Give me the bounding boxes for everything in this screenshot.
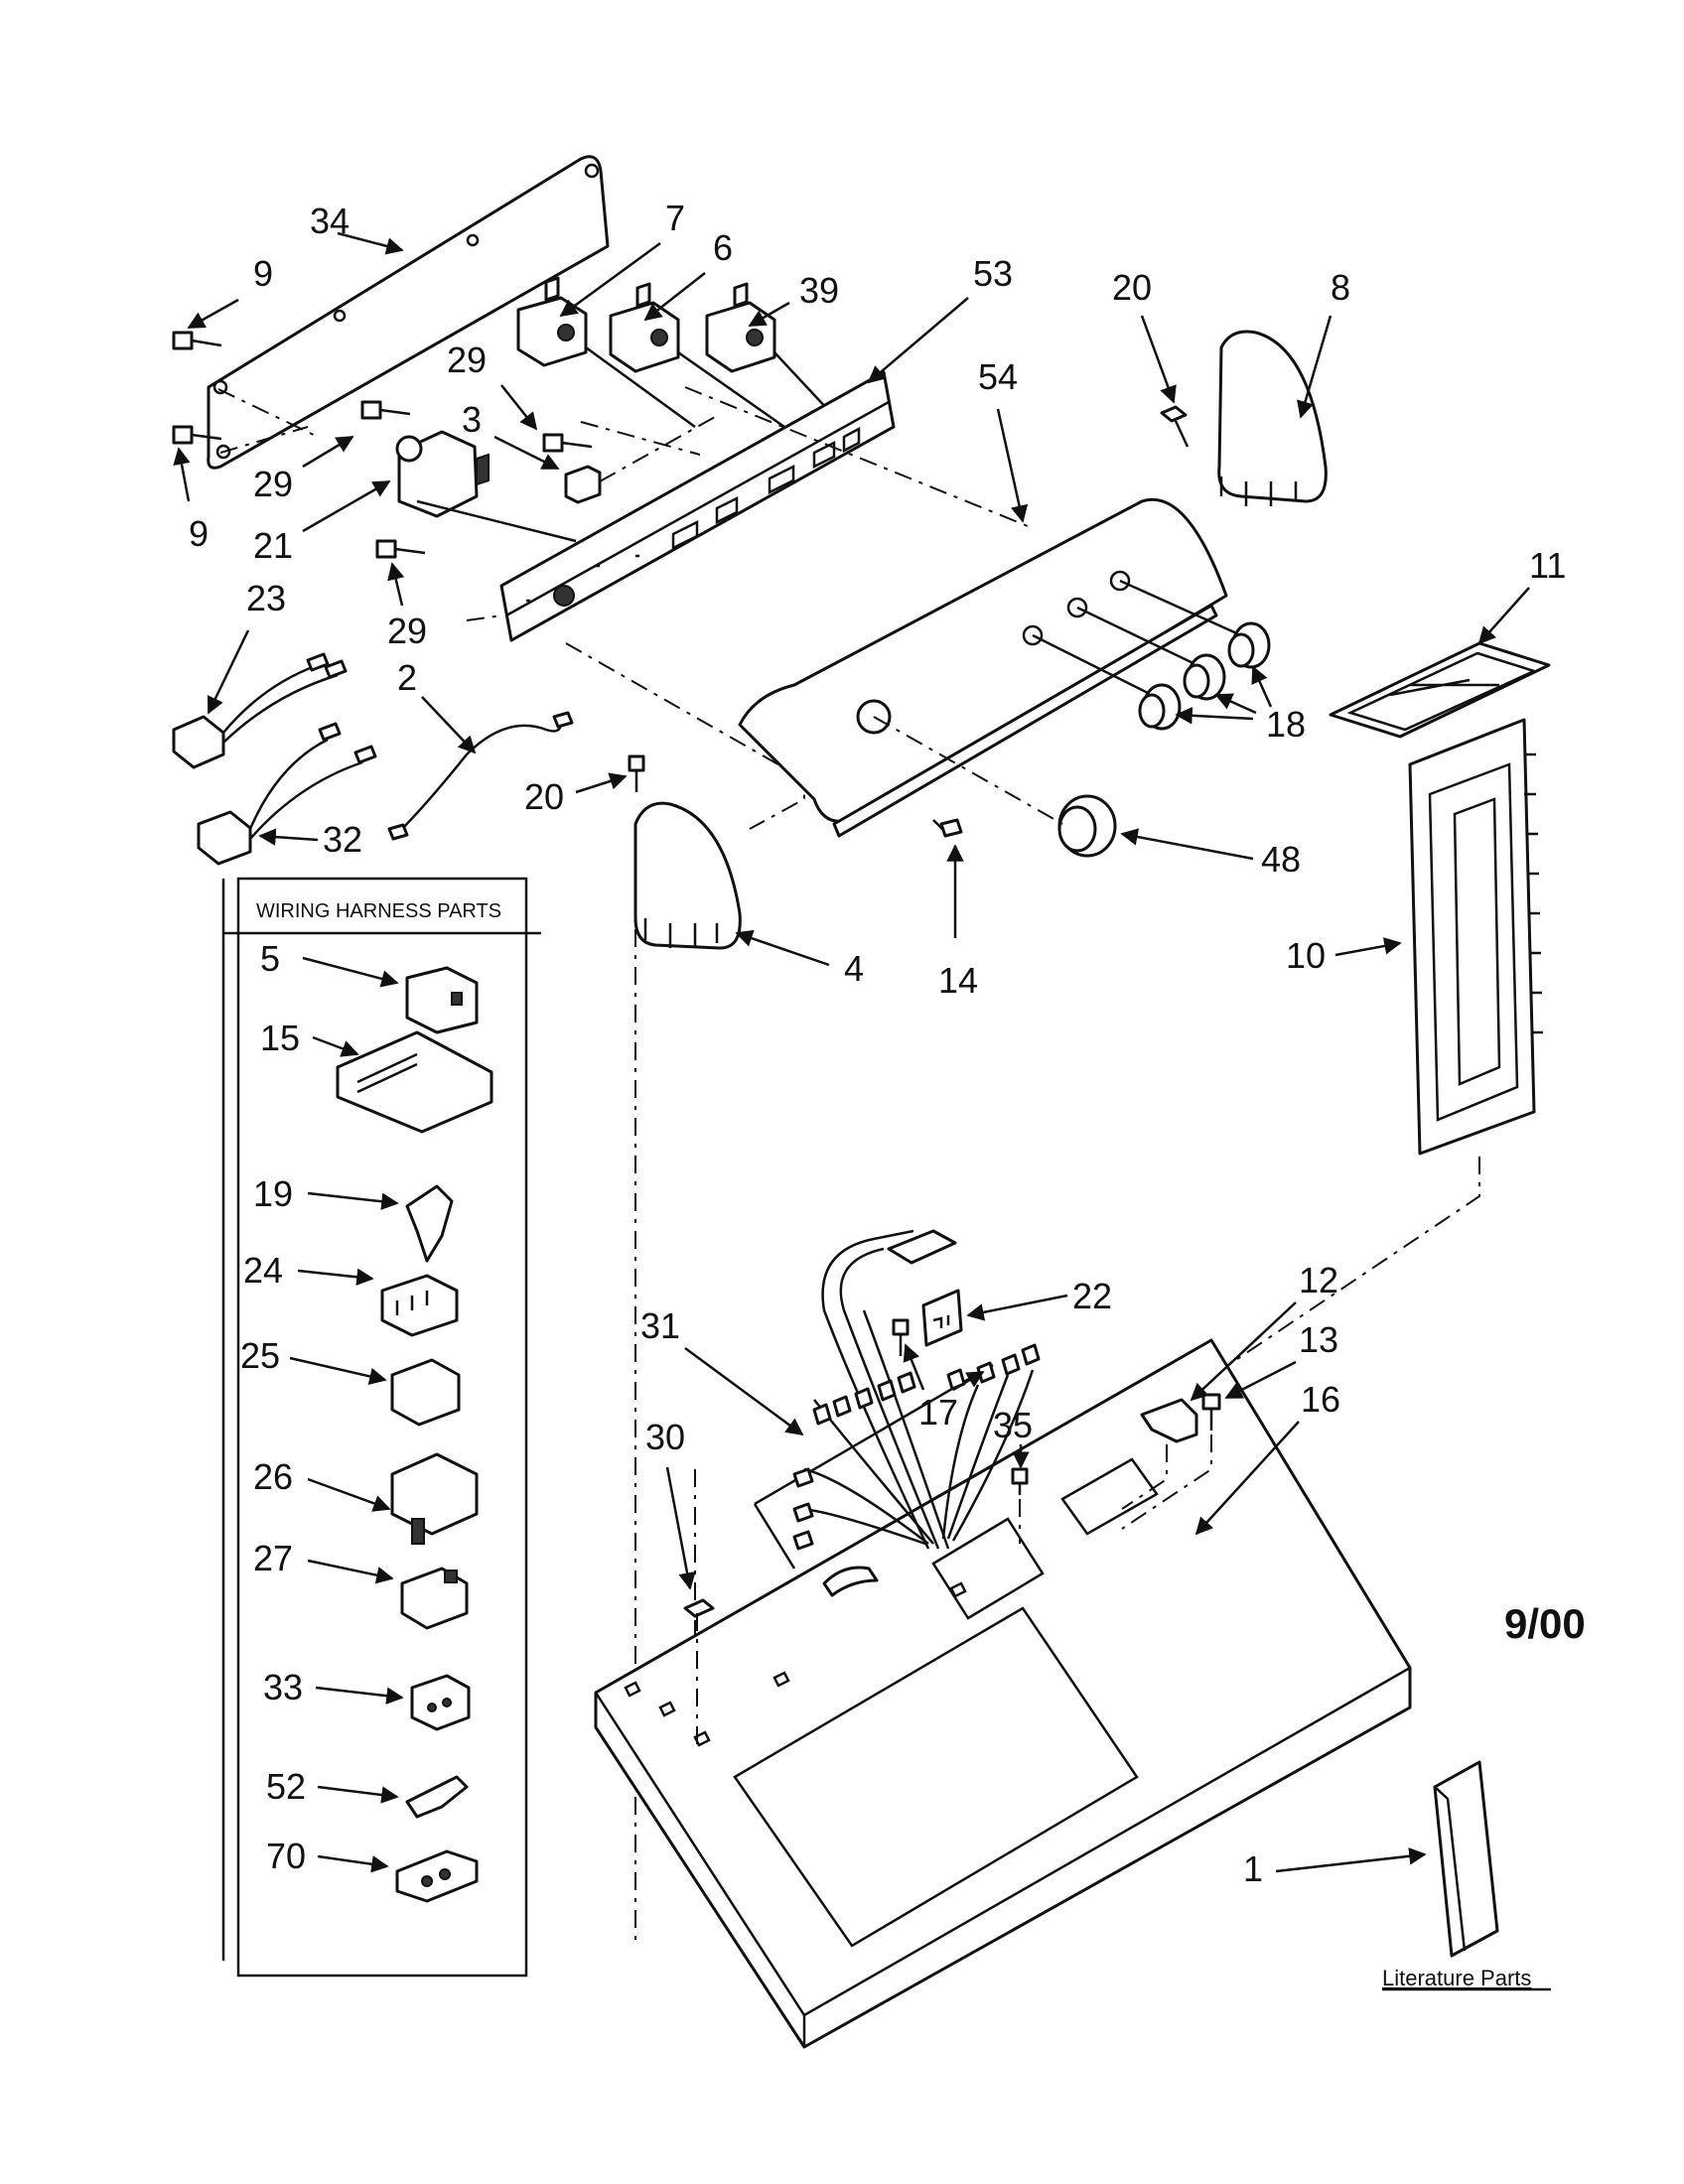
screw-29-mid[interactable]: [542, 433, 593, 453]
literature-parts-1[interactable]: [1433, 1760, 1499, 1958]
label-17: 17: [918, 1392, 958, 1433]
label-70: 70: [266, 1836, 306, 1876]
label-14: 14: [938, 960, 978, 1001]
label-30: 30: [645, 1417, 685, 1457]
switch-7[interactable]: [516, 276, 696, 429]
lint-screen-11[interactable]: [1329, 641, 1551, 739]
bracket-22[interactable]: [921, 1289, 963, 1347]
label-26: 26: [253, 1456, 293, 1497]
label-6: 6: [713, 227, 733, 268]
main-harness-31[interactable]: [792, 1229, 1041, 1597]
label-48: 48: [1261, 839, 1301, 880]
wiring-part-19-icon[interactable]: [405, 1184, 454, 1263]
label-23: 23: [246, 578, 286, 618]
label-1: 1: [1243, 1848, 1263, 1889]
timer-21[interactable]: [395, 430, 577, 543]
wiring-part-70-icon[interactable]: [395, 1849, 479, 1903]
label-16: 16: [1301, 1379, 1340, 1420]
label-31: 31: [640, 1305, 680, 1346]
label-13: 13: [1299, 1319, 1338, 1360]
screw-29-lower[interactable]: [375, 539, 426, 559]
label-5: 5: [260, 938, 280, 979]
wiring-part-26-icon[interactable]: [390, 1452, 479, 1545]
label-11: 11: [1529, 545, 1566, 586]
label-35: 35: [993, 1405, 1033, 1445]
console-bracket-53[interactable]: [499, 370, 896, 642]
label-19: 19: [253, 1173, 293, 1214]
wire-harness-23[interactable]: [172, 652, 348, 769]
screw-9-top[interactable]: [172, 331, 222, 350]
label-33: 33: [263, 1667, 303, 1707]
knob-18-c[interactable]: [1138, 683, 1182, 731]
screw-17[interactable]: [892, 1318, 910, 1356]
screw-9-bottom[interactable]: [172, 425, 222, 445]
lint-housing-10[interactable]: [1191, 718, 1543, 1391]
label-2: 2: [397, 657, 417, 698]
label-25: 25: [240, 1335, 280, 1376]
label-20-mid: 20: [524, 776, 564, 817]
screw-35[interactable]: [1011, 1467, 1029, 1544]
label-29-lower: 29: [387, 611, 427, 651]
label-21: 21: [253, 525, 293, 566]
label-7: 7: [665, 198, 685, 238]
label-29-left: 29: [253, 464, 293, 504]
label-22: 22: [1072, 1276, 1112, 1316]
label-24: 24: [243, 1250, 283, 1291]
wiring-part-25-icon[interactable]: [390, 1358, 461, 1427]
knob-18-b[interactable]: [1183, 653, 1226, 701]
label-53: 53: [973, 253, 1013, 294]
part-30[interactable]: [683, 1598, 715, 1747]
label-27: 27: [253, 1538, 293, 1578]
knob-18-a[interactable]: [1227, 621, 1271, 669]
screw-20-top[interactable]: [1160, 405, 1190, 448]
label-15: 15: [260, 1018, 300, 1058]
end-cap-4[interactable]: [633, 801, 742, 950]
label-32: 32: [323, 819, 362, 860]
screw-20-mid[interactable]: [628, 754, 645, 792]
label-3: 3: [462, 399, 482, 440]
wiring-part-33-icon[interactable]: [410, 1674, 471, 1731]
rear-panel-34[interactable]: [207, 155, 610, 470]
label-18: 18: [1266, 704, 1306, 745]
wiring-part-5-icon[interactable]: [405, 966, 479, 1034]
knob-3[interactable]: [564, 465, 602, 504]
label-4: 4: [844, 948, 864, 989]
label-12: 12: [1299, 1260, 1338, 1300]
wire-harness-32[interactable]: [197, 722, 377, 866]
date-code: 9/00: [1504, 1600, 1586, 1647]
label-10: 10: [1286, 935, 1326, 976]
wiring-part-24-icon[interactable]: [380, 1274, 459, 1337]
label-8: 8: [1331, 267, 1350, 308]
wiring-harness-box: [221, 877, 541, 1978]
label-52: 52: [266, 1766, 306, 1807]
label-54: 54: [978, 356, 1018, 397]
label-39: 39: [799, 270, 839, 311]
knob-48[interactable]: [873, 716, 1117, 858]
label-9-bottom: 9: [189, 513, 209, 554]
wiring-part-27-icon[interactable]: [400, 1567, 469, 1630]
wiring-part-15-icon[interactable]: [336, 1030, 493, 1134]
label-9-top: 9: [253, 253, 273, 294]
screw-14[interactable]: [932, 818, 963, 838]
wire-2[interactable]: [387, 711, 574, 841]
screw-29-left[interactable]: [360, 400, 411, 420]
wiring-part-52-icon[interactable]: [405, 1775, 469, 1819]
console-54[interactable]: [738, 497, 1242, 838]
literature-label: Literature Parts: [1382, 1966, 1531, 1990]
clip-12[interactable]: [1121, 1398, 1198, 1510]
wiring-box-title: WIRING HARNESS PARTS: [256, 900, 501, 922]
label-29-mid: 29: [447, 340, 487, 380]
label-20-top: 20: [1112, 267, 1152, 308]
switch-6[interactable]: [609, 282, 785, 429]
end-cap-8[interactable]: [1217, 330, 1328, 506]
